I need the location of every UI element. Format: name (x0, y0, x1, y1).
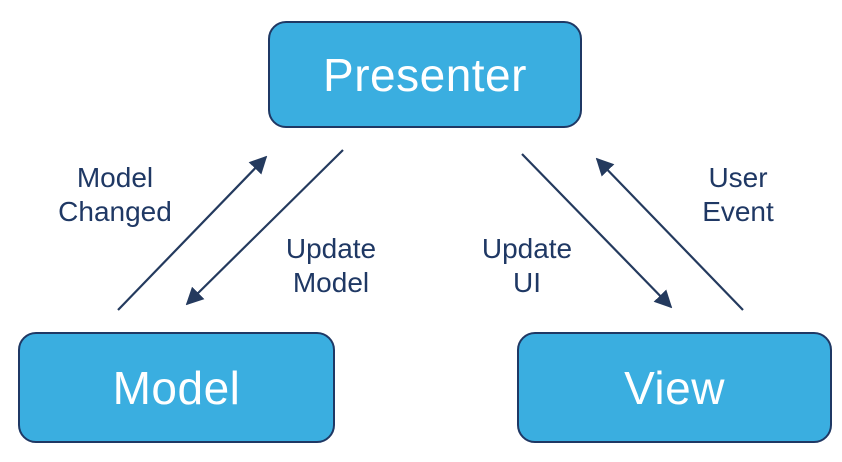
update-ui-arrow (521, 153, 673, 309)
node-model: Model (18, 332, 335, 443)
edge-label-model-changed: Model Changed (58, 162, 172, 227)
user-event-arrow (595, 157, 744, 311)
edge-label-user-event: User Event (702, 162, 774, 227)
edge-label-update-ui: Update UI (481, 233, 573, 298)
node-view: View (517, 332, 832, 443)
node-presenter: Presenter (268, 21, 582, 128)
model-changed-arrow (117, 155, 268, 311)
update-model-arrow (185, 149, 344, 306)
node-presenter-label: Presenter (323, 48, 527, 101)
edge-label-update-model: Update Model (285, 233, 377, 298)
node-view-label: View (624, 361, 725, 414)
node-model-label: Model (112, 361, 241, 414)
